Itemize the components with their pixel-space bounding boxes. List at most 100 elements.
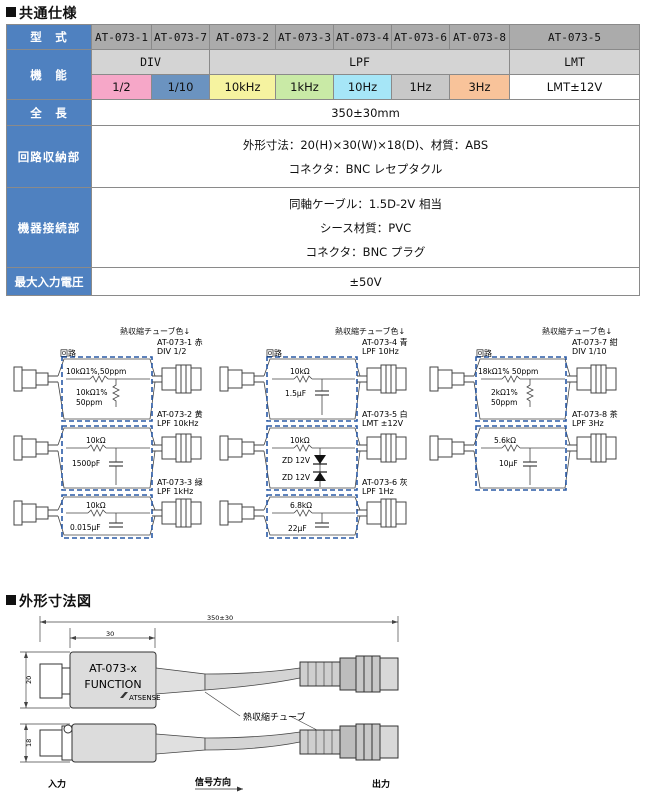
resistor-label: 10kΩ1% [76, 388, 108, 397]
model-cell: AT-073-5 [509, 24, 640, 50]
function-cell: 10kHz [209, 74, 276, 100]
resistor-label: 50ppm [76, 398, 102, 407]
circuit-box [475, 425, 567, 491]
box-model-label: AT-073-x [89, 662, 137, 675]
direction-label: 信号方向 [195, 776, 231, 788]
circuit-function: DIV 1/2 [157, 347, 186, 356]
spec-table: 型 式 AT-073-1 AT-073-7 AT-073-2 AT-073-3 … [6, 24, 640, 296]
function-cell: 10Hz [333, 74, 392, 100]
circuit-diagrams: 熱収縮チューブ色↓ 熱収縮チューブ色↓ 熱収縮チューブ色↓ 回路 AT-073-… [13, 326, 618, 539]
bnc-receptacle-icon [429, 435, 475, 461]
capacitor-label: 0.015μF [70, 523, 101, 532]
model-header: 型 式 [6, 24, 92, 50]
circuit-box [266, 494, 358, 539]
capacitor-label: 1.5μF [285, 389, 306, 398]
bnc-receptacle-icon [219, 435, 265, 461]
circuit-box [61, 425, 153, 491]
square-bullet-icon [6, 7, 16, 17]
bnc-receptacle-icon [13, 435, 59, 461]
bnc-receptacle-icon [219, 366, 265, 392]
spec-section-title: 共通仕様 [6, 3, 77, 23]
resistor-label: 10kΩ [290, 436, 310, 445]
max-voltage-header: 最大入力電圧 [6, 267, 92, 296]
circuit-function: DIV 1/10 [572, 347, 607, 356]
total-length-dim: 350±30 [207, 614, 233, 622]
housing-side [71, 723, 157, 763]
housing-header: 回路収納部 [6, 125, 92, 188]
input-label: 入力 [47, 778, 66, 790]
circuit-box [61, 494, 153, 539]
circuit-box [266, 356, 358, 422]
housing-value: 外形寸法：20(H)×30(W)×18(D)、材質：ABS コネクタ：BNC レ… [91, 125, 640, 188]
width-dim: 30 [106, 630, 114, 638]
tube-label: 熱収縮チューブ色↓ [335, 326, 405, 336]
resistor-label: 6.8kΩ [290, 501, 312, 510]
bnc-receptacle-icon [39, 663, 63, 699]
circuit-function: LPF 10Hz [362, 347, 399, 356]
output-label: 出力 [372, 778, 390, 790]
circuit-model: AT-073-6 灰 [362, 477, 408, 487]
depth-dim: 18 [25, 739, 33, 747]
circuit-model: AT-073-4 青 [362, 337, 408, 347]
height-dim: 20 [25, 676, 33, 684]
circuit-function: LMT ±12V [362, 419, 404, 428]
function-cell: 3Hz [449, 74, 510, 100]
function-cell: 1Hz [391, 74, 450, 100]
zener-diode-icon [314, 455, 326, 464]
brand-label: ATSENSE [129, 694, 161, 702]
circuit-box [475, 356, 567, 422]
bnc-plug-icon [566, 364, 617, 394]
tube-label: 熱収縮チューブ色↓ [120, 326, 190, 336]
circuit-function: LPF 1Hz [362, 487, 394, 496]
zener-diode-icon [314, 472, 326, 481]
model-cell: AT-073-1 [91, 24, 152, 50]
circuit-model: AT-073-5 白 [362, 409, 408, 419]
bnc-receptacle-icon [219, 500, 265, 526]
circuit-model: AT-073-2 黄 [157, 409, 203, 419]
capacitor-label: 22μF [288, 524, 307, 533]
resistor-label: 10kΩ1%,50ppm [66, 367, 126, 376]
resistor-label: 10kΩ [86, 501, 106, 510]
circuit-model: AT-073-3 緑 [157, 477, 203, 487]
function-cell: LMT±12V [509, 74, 640, 100]
cable-header: 機器接続部 [6, 187, 92, 268]
circuit-model: AT-073-8 茶 [572, 409, 618, 419]
cable-line: コネクタ：BNC プラグ [305, 244, 426, 259]
function-header: 機 能 [6, 49, 92, 100]
bnc-plug-icon [566, 433, 617, 463]
model-cell: AT-073-6 [391, 24, 450, 50]
cable-line: 同軸ケーブル：1.5D-2V 相当 [289, 196, 442, 211]
circuit-box [61, 356, 153, 422]
max-voltage-value: ±50V [91, 267, 640, 296]
circuit-label: 回路 [60, 348, 76, 358]
model-cell: AT-073-3 [275, 24, 334, 50]
group-lpf: LPF [209, 49, 510, 75]
cable-value: 同軸ケーブル：1.5D-2V 相当 シース材質：PVC コネクタ：BNC プラグ [91, 187, 640, 268]
function-cell: 1kHz [275, 74, 334, 100]
circuit-box [266, 425, 358, 491]
resistor-label: 2kΩ1% [491, 388, 518, 397]
capacitor-label: 10μF [499, 459, 518, 468]
group-lmt: LMT [509, 49, 640, 75]
circuit-label: 回路 [476, 348, 492, 358]
tube-label: 熱収縮チューブ [243, 711, 305, 723]
model-cell: AT-073-2 [209, 24, 276, 50]
arrow-right-icon [237, 786, 243, 792]
model-cell: AT-073-7 [151, 24, 210, 50]
box-function-label: FUNCTION [84, 678, 141, 691]
bnc-plug-icon [356, 498, 407, 528]
bnc-plug-icon [151, 433, 202, 463]
circuit-label: 回路 [266, 348, 282, 358]
circuit-model: AT-073-7 紺 [572, 337, 618, 347]
bnc-plug-icon [151, 498, 202, 528]
bnc-receptacle-icon [13, 366, 59, 392]
atsense-logo-icon [120, 692, 128, 698]
length-header: 全 長 [6, 99, 92, 126]
bnc-receptacle-icon [429, 366, 475, 392]
group-div: DIV [91, 49, 210, 75]
bnc-plug-icon [356, 433, 407, 463]
length-value: 350±30mm [91, 99, 640, 126]
circuit-model: AT-073-1 赤 [157, 338, 203, 347]
resistor-label: 50ppm [491, 398, 517, 407]
bnc-plug-icon [379, 657, 399, 691]
